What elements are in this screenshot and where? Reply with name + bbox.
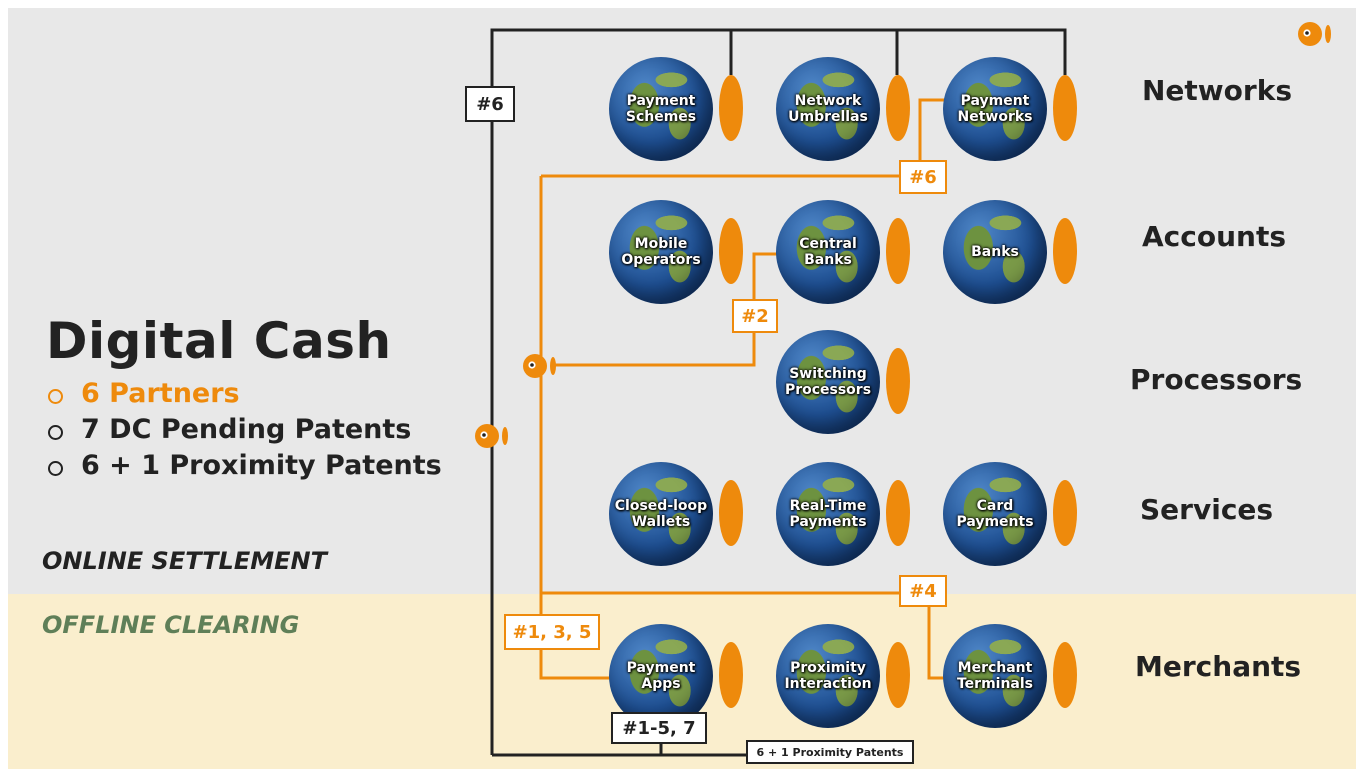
patent-tag-orange: #1, 3, 5 [504, 614, 600, 650]
layer-services: Services [1140, 493, 1274, 526]
partner-pill [719, 642, 743, 708]
globe-icon: Payment Networks [943, 57, 1047, 161]
fish-logo-icon [523, 354, 556, 378]
node-card-payments: Card Payments [956, 498, 1034, 530]
bullet-item: 7 DC Pending Patents [48, 412, 442, 448]
orange-payment-networks-link [918, 98, 945, 162]
node-merchant-terminals: Merchant Terminals [956, 660, 1034, 692]
partner-pill [719, 75, 743, 141]
partner-pill [719, 480, 743, 546]
partner-pill [886, 348, 910, 414]
bullet-circle-icon [48, 424, 63, 440]
page-title: Digital Cash [46, 312, 392, 370]
node-closed-loop-wallets: Closed-loop Wallets [614, 498, 708, 530]
globe-icon: Merchant Terminals [943, 624, 1047, 728]
layer-accounts: Accounts [1142, 220, 1287, 253]
bullet-text: 7 DC Pending Patents [81, 414, 412, 445]
orange-merchant-link [927, 605, 948, 680]
globe-icon: Payment Schemes [609, 57, 713, 161]
partner-pill [886, 642, 910, 708]
bullet-circle-icon [48, 460, 63, 476]
bullet-text: 6 Partners [81, 378, 240, 409]
bullet-item: 6 + 1 Proximity Patents [48, 448, 442, 484]
node-proximity-interaction: Proximity Interaction [784, 660, 872, 692]
globe-icon: Proximity Interaction [776, 624, 880, 728]
node-switching-processors: Switching Processors [784, 366, 872, 398]
layer-merchants: Merchants [1135, 650, 1302, 683]
patent-tag-black: #1-5, 7 [611, 712, 707, 744]
online-settlement-label: ONLINE SETTLEMENT [42, 547, 327, 575]
patent-tag-orange: #6 [899, 160, 947, 194]
bullet-circle-icon [48, 388, 63, 404]
partner-pill [886, 218, 910, 284]
node-payment-schemes: Payment Schemes [625, 93, 697, 125]
partner-pill [1053, 218, 1077, 284]
partner-pill [1053, 480, 1077, 546]
layer-networks: Networks [1142, 74, 1293, 107]
globe-icon: Payment Apps [609, 624, 713, 728]
globe-icon: Central Banks [776, 200, 880, 304]
bullet-item: 6 Partners [48, 376, 442, 412]
patent-tag-orange: #4 [899, 575, 947, 607]
bullet-text: 6 + 1 Proximity Patents [81, 450, 442, 481]
fish-logo-icon [1298, 22, 1331, 46]
node-central-banks: Central Banks [799, 236, 857, 268]
globe-icon: Mobile Operators [609, 200, 713, 304]
fish-logo-icon [475, 424, 508, 448]
orange-main-vertical [539, 176, 620, 680]
node-payment-apps: Payment Apps [626, 660, 696, 692]
partner-pill [1053, 75, 1077, 141]
globe-icon: Real-Time Payments [776, 462, 880, 566]
proximity-patents-tag: 6 + 1 Proximity Patents [746, 740, 914, 764]
globe-icon: Network Umbrellas [776, 57, 880, 161]
node-payment-networks: Payment Networks [957, 93, 1033, 125]
partner-pill [719, 218, 743, 284]
globe-icon: Closed-loop Wallets [609, 462, 713, 566]
offline-clearing-label: OFFLINE CLEARING [42, 611, 300, 639]
bullet-list: 6 Partners 7 DC Pending Patents 6 + 1 Pr… [48, 376, 442, 484]
node-network-umbrellas: Network Umbrellas [788, 93, 868, 125]
patent-tag-orange: #2 [732, 299, 778, 333]
node-real-time-payments: Real-Time Payments [789, 498, 867, 530]
node-mobile-operators: Mobile Operators [621, 236, 701, 268]
globe-icon: Card Payments [943, 462, 1047, 566]
globe-icon: Switching Processors [776, 330, 880, 434]
patent-tag-black: #6 [465, 86, 515, 122]
black-loop-line [490, 28, 1067, 755]
partner-pill [1053, 642, 1077, 708]
partner-pill [886, 480, 910, 546]
layer-processors: Processors [1130, 363, 1303, 396]
partner-pill [886, 75, 910, 141]
node-banks: Banks [971, 244, 1019, 260]
globe-icon: Banks [943, 200, 1047, 304]
